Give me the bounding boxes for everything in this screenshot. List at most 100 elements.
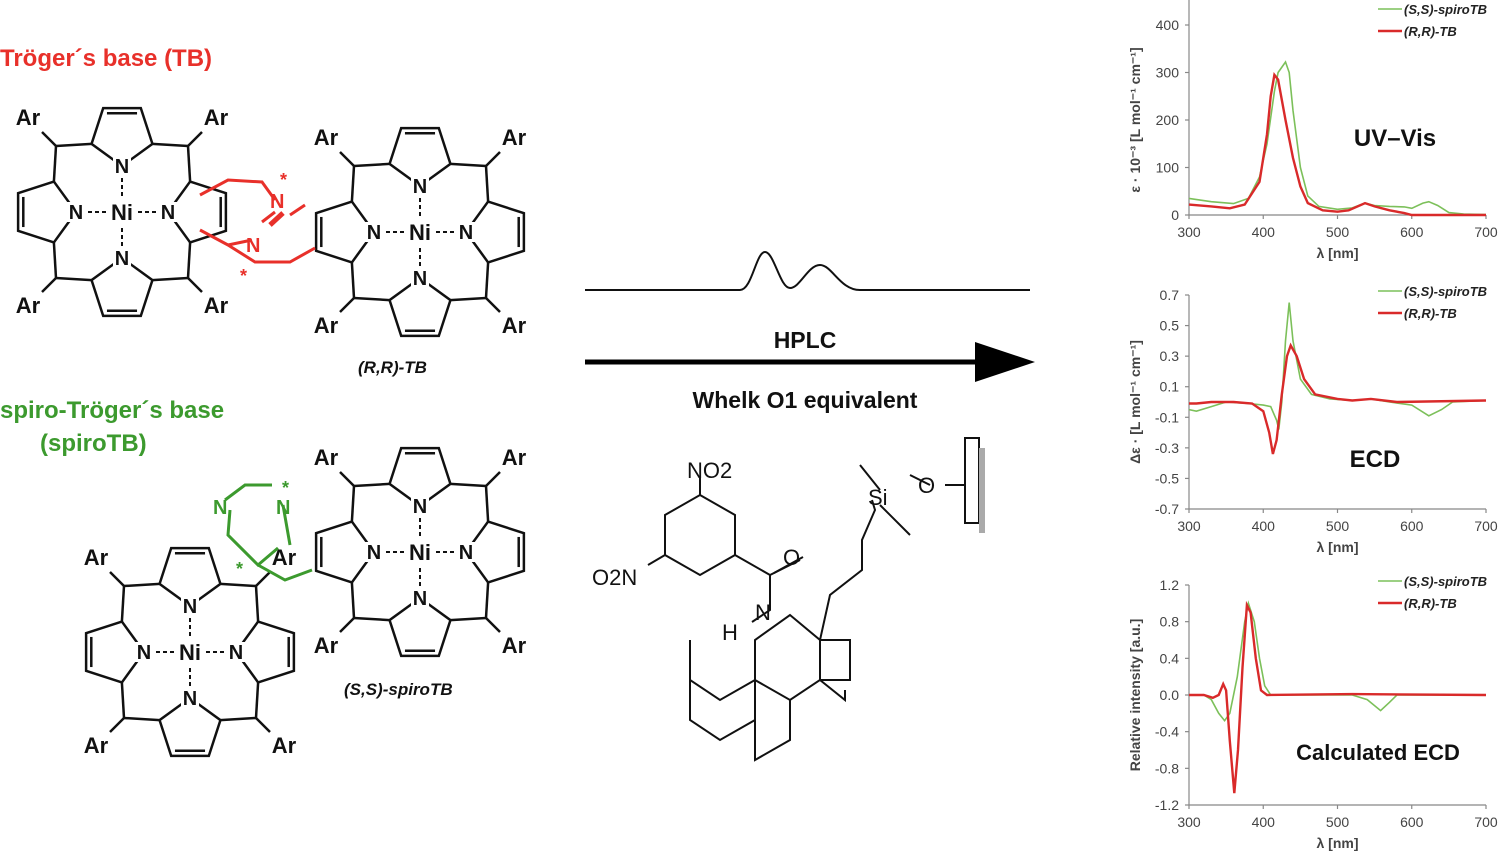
x-tick-label: 500 <box>1326 224 1350 240</box>
y-tick-label: 0.0 <box>1160 687 1180 703</box>
pyrrole-ring <box>388 126 452 188</box>
ss-spirotb-label: (S,S)-spiroTB <box>344 680 453 699</box>
pyrrole-ring <box>158 546 222 608</box>
solid-support-shadow <box>979 448 985 533</box>
meso-bond <box>484 582 490 619</box>
tb-diazocine-bridge <box>199 178 316 264</box>
aryl-bond <box>339 297 355 313</box>
chart-title: UV–Vis <box>1354 125 1436 152</box>
atom-mask <box>411 496 429 516</box>
chart-title: ECD <box>1350 446 1401 473</box>
pyrrole-ring <box>314 200 376 264</box>
y-tick-label: -1.2 <box>1155 797 1179 813</box>
legend-label: (S,S)-spiroTB <box>1404 574 1487 589</box>
nickel-atom: Ni <box>179 640 201 665</box>
meso-bond <box>353 616 390 622</box>
stereocenter-star: * <box>280 170 287 190</box>
atom-mask <box>159 202 177 222</box>
atom-mask <box>227 642 245 662</box>
meso-bond <box>350 582 356 619</box>
y-tick-label: 400 <box>1156 17 1180 33</box>
pyrrole-ring <box>388 446 452 508</box>
pyrrole-ring <box>314 520 376 584</box>
series-line-ss-spirotb <box>1188 302 1487 430</box>
meso-bond <box>152 276 189 282</box>
meso-bond <box>55 276 92 282</box>
series-line-rr-tb <box>1188 72 1486 217</box>
y-tick-label: 300 <box>1156 65 1180 81</box>
column-label: Whelk O1 equivalent <box>693 387 918 413</box>
meso-bond <box>120 585 126 622</box>
aryl-bond <box>41 277 57 293</box>
x-tick-label: 600 <box>1400 224 1424 240</box>
meso-bond <box>254 682 260 719</box>
meso-bond <box>186 145 192 182</box>
spiro-title: spiro-Tröger´s base <box>0 397 224 424</box>
series-line-rr-tb <box>1189 342 1487 455</box>
o2n-group: O2N <box>592 565 637 590</box>
legend-label: (S,S)-spiroTB <box>1404 2 1487 17</box>
x-tick-label: 500 <box>1326 518 1350 534</box>
legend-label: (R,R)-TB <box>1404 24 1457 39</box>
pyrrole-ring <box>158 696 222 758</box>
atom-mask <box>411 588 429 608</box>
y-tick-label: 0.1 <box>1160 379 1180 395</box>
nitrogen-atom: N <box>115 156 129 178</box>
x-tick-label: 400 <box>1252 518 1276 534</box>
pyrrole-ring <box>166 180 228 244</box>
pyrrole-ring <box>464 200 526 264</box>
aryl-bond <box>109 571 125 587</box>
spiro-n-atom: N <box>276 497 290 519</box>
pyrrole-ring <box>388 276 452 338</box>
pyrrole-ring <box>16 180 78 244</box>
atom-mask <box>135 642 153 662</box>
chart-title: Calculated ECD <box>1296 740 1460 765</box>
meso-bond <box>152 142 189 148</box>
y-tick-label: -0.7 <box>1155 501 1179 517</box>
series-line-ss-spirotb <box>1189 600 1486 723</box>
pyrrole-ring <box>388 596 452 658</box>
x-tick-label: 400 <box>1252 814 1276 830</box>
series-line-rr-tb <box>1189 600 1487 794</box>
porphyrin-structures: NNNNArArArArNiNNNNArArArArNiNNNNArArArAr… <box>16 105 527 758</box>
pyrrole-ring <box>90 106 154 168</box>
x-tick-label: 600 <box>1400 518 1424 534</box>
ether-oxygen: O <box>918 473 935 498</box>
aryl-group-label: Ar <box>502 445 527 470</box>
pyrrole-ring <box>234 620 296 684</box>
tb-n-atom: N <box>270 191 284 213</box>
hplc-label: HPLC <box>774 327 837 353</box>
meso-bond <box>254 585 260 622</box>
x-axis-label: λ [nm] <box>1317 245 1359 261</box>
aryl-bond <box>485 617 501 633</box>
y-tick-label: 1.2 <box>1160 577 1180 593</box>
atom-mask <box>113 156 131 176</box>
y-tick-label: 0.8 <box>1160 614 1180 630</box>
series-line-ss-spirotb <box>1188 60 1487 216</box>
aryl-group-label: Ar <box>314 313 339 338</box>
aryl-bond <box>485 471 501 487</box>
meso-bond <box>350 485 356 522</box>
aryl-group-label: Ar <box>314 125 339 150</box>
meso-bond <box>55 142 92 148</box>
nitrogen-atom: N <box>459 222 473 244</box>
y-tick-label: 0.3 <box>1160 348 1180 364</box>
y-tick-label: 0.4 <box>1160 650 1180 666</box>
stereocenter-star: * <box>240 266 247 286</box>
atom-mask <box>411 268 429 288</box>
whelk-o1-structure <box>647 464 931 762</box>
spiro-title-abbr: (spiroTB) <box>40 430 147 457</box>
x-tick-label: 300 <box>1177 518 1201 534</box>
atom-mask <box>457 222 475 242</box>
atom-mask <box>181 688 199 708</box>
y-tick-label: 200 <box>1156 112 1180 128</box>
meso-bond <box>450 162 487 168</box>
solid-support <box>964 437 980 524</box>
spirotb-bridge <box>224 483 313 582</box>
